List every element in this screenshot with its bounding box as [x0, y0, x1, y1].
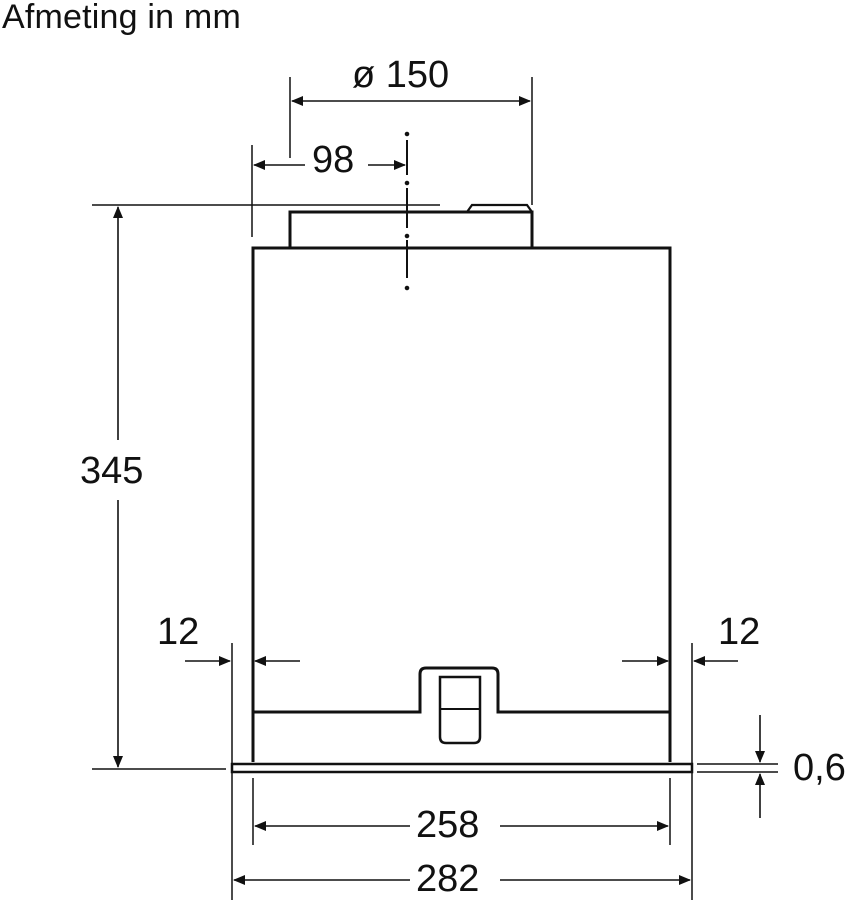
- dim-duct-diameter: ø 150: [352, 54, 450, 96]
- dim-duct-offset: 98: [312, 139, 355, 181]
- dim-height: 345: [80, 450, 144, 492]
- dim-panel-thickness: 0,6: [793, 747, 846, 789]
- drawing-title: Afmeting in mm: [2, 0, 241, 36]
- hood-body: [230, 203, 694, 774]
- dim-inner-width: 258: [416, 804, 480, 846]
- centerline: [404, 131, 410, 291]
- dimension-lines: [113, 96, 765, 885]
- dim-side-left: 12: [157, 611, 200, 653]
- extension-lines: [92, 77, 778, 900]
- dim-outer-width: 282: [416, 858, 480, 900]
- dim-side-right: 12: [718, 611, 761, 653]
